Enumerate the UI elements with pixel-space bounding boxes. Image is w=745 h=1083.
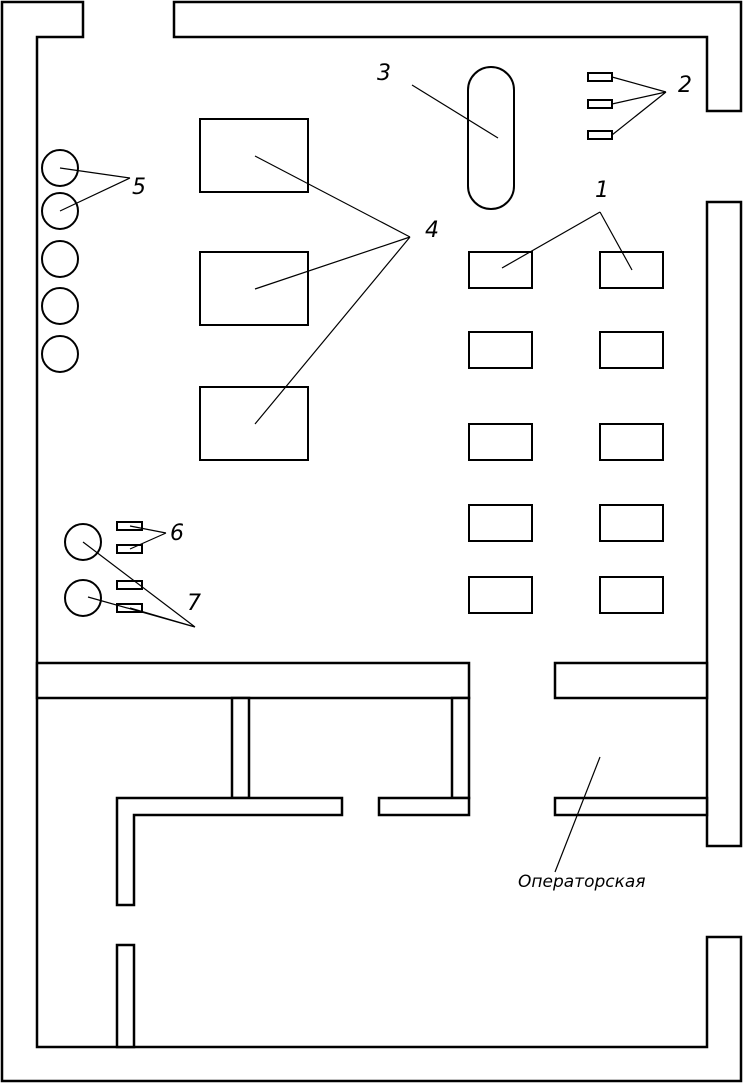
equipment-4 [199,386,309,461]
corridor-wall-right [553,796,709,817]
leader-7 [82,541,196,628]
equipment-1 [599,331,664,369]
equipment-1-group [468,251,664,614]
equipment-1 [468,423,533,461]
equipment-1 [468,251,533,289]
leader-4 [254,155,411,425]
label-4: 4 [425,218,439,243]
label-1: 1 [595,178,609,203]
equipment-5 [41,240,79,278]
equipment-1 [599,576,664,614]
equipment-2 [587,72,613,82]
equipment-1 [468,331,533,369]
leader-1 [501,211,633,271]
equipment-1 [468,504,533,542]
equipment-6 [116,603,143,613]
equipment-4-group [199,118,309,461]
equipment-6 [116,580,143,590]
outer-wall-top-right [172,0,743,113]
room-label-operator: Операторская [518,872,646,892]
post-left [230,696,251,800]
equipment-1 [468,576,533,614]
outer-wall-right-mid [705,200,743,848]
equipment-5 [41,287,79,325]
equipment-6-group [116,521,143,613]
equipment-2-group [587,72,613,140]
partition-right [553,661,709,700]
post-right [450,696,471,800]
equipment-2 [587,99,613,109]
leader-3 [411,84,499,139]
corridor-wall-mid [377,796,471,817]
equipment-3 [467,66,515,210]
label-5: 5 [132,175,146,200]
wall-stub-bottom [115,943,136,1049]
leader-6 [129,525,167,550]
corridor-wall-l [115,796,344,907]
equipment-6 [116,521,143,531]
equipment-1 [599,423,664,461]
equipment-2 [587,130,613,140]
equipment-7-group [64,523,102,617]
label-6: 6 [170,521,184,546]
label-2: 2 [678,73,692,98]
equipment-5 [41,335,79,373]
equipment-1 [599,504,664,542]
equipment-4 [199,118,309,193]
leader-lines [59,76,667,873]
leader-2 [611,76,667,136]
leader-operator-room [554,756,601,873]
label-3: 3 [377,61,391,86]
equipment-6 [116,544,143,554]
leader-5 [59,167,131,212]
equipment-5-group [41,149,79,373]
equipment-7 [64,579,102,617]
partition-left [35,661,471,700]
label-7: 7 [187,591,201,616]
equipment-4 [199,251,309,326]
